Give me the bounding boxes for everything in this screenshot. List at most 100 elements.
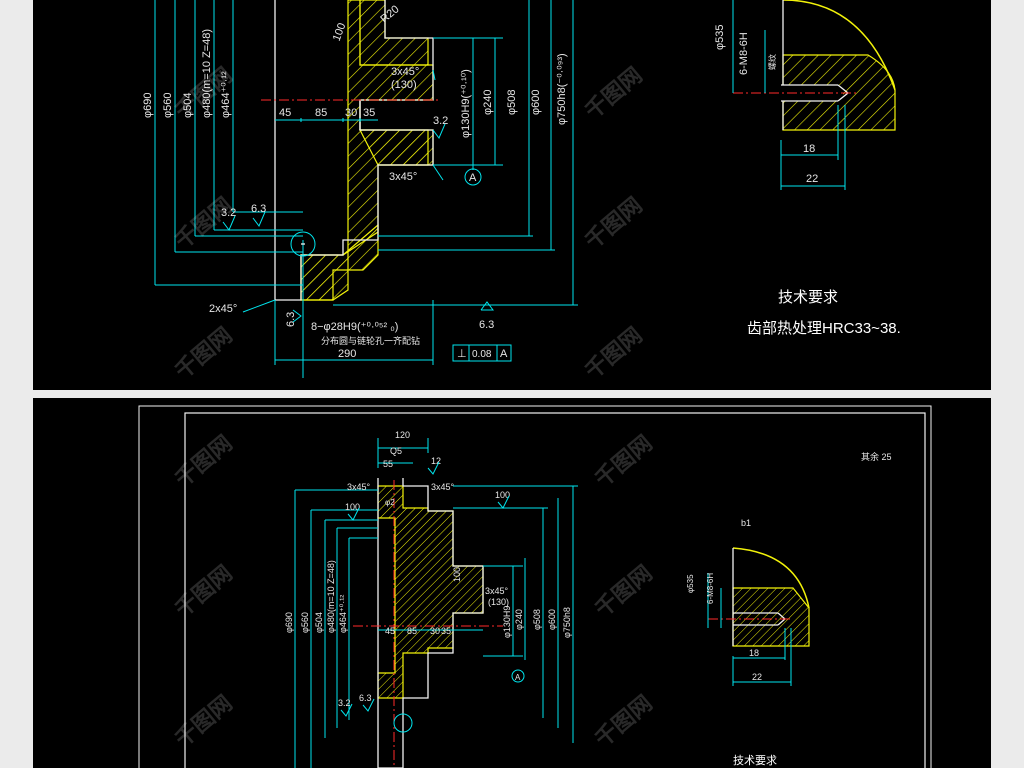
dim-phi690-bottom: φ690 [284,612,294,633]
bottom-roughness-symbols [340,461,510,717]
bottom-tech-req-title: 技术要求 [733,754,777,767]
dim-phi560-bottom: φ560 [300,612,310,633]
dim-130-ref: (130) [391,79,417,91]
part-outline [274,0,434,301]
dim-290: 290 [338,348,356,360]
detail-view: φ535 6-M8-6H 螺纹 18 22 [714,0,896,190]
roughness-100-b: 100 [495,490,510,500]
dim-phi130: φ130H9(⁺⁰·¹⁰) [460,69,472,138]
bottom-detail-thread: 6-M8-6H [706,573,715,604]
roughness-3-2-left: 3.2 [221,207,236,219]
dim-phi508: φ508 [506,90,518,116]
chamfer-3x45-mid: 3x45° [389,171,417,183]
dim-phi508-bottom: φ508 [532,609,542,630]
dim-55: 55 [383,459,393,469]
horizontal-segment-dims [274,118,434,365]
roughness-6-3-bottom: 6.3 [285,312,297,327]
corner-note: 其余 25 [861,451,892,462]
tech-req-line1: 齿部热处理HRC33~38. [747,320,901,337]
watermark-9: 千图网 [171,691,238,753]
left-dimension-lines [154,0,303,286]
dim-30-bottom: 30 [430,626,440,636]
horizontal-dim-labels: 45 85 30 35 290 [279,107,375,360]
dim-85-bottom: 85 [407,626,417,636]
detail-dim-18: 18 [803,143,815,155]
bottom-detail-view: φ535 6-M8-6H 18 22 b1 [686,518,810,686]
watermark-3: 千图网 [171,323,238,385]
bottom-detail-18: 18 [749,648,759,658]
tolerance-datum: A [500,348,508,360]
dim-85: 85 [315,107,327,119]
roughness-6-3-left: 6.3 [251,203,266,215]
dim-phi600-bottom: φ600 [547,609,557,630]
right-dimension-lines [333,0,578,306]
detail-small-note: 螺纹 [767,54,777,70]
chamfer-b: 3x45° [431,482,455,492]
chamfer-c: 3x45° [485,586,509,596]
roughness-3-2-bottom: 3.2 [338,698,351,708]
tolerance-symbol: ⊥ [457,348,467,360]
watermark-6: 千图网 [581,323,648,385]
bottom-dimension-lines [294,438,578,768]
outer-frame [138,405,932,768]
bottom-datum-a: A [511,669,525,683]
dim-phi750: φ750h8(⁻⁰·⁰⁹³) [556,53,568,125]
roughness-6-3-bottom: 6.3 [359,693,372,703]
tech-req-title: 技术要求 [778,289,838,306]
dim-phi464: φ464⁺⁰·¹² [220,71,232,118]
tolerance-frame: ⊥ 0.08 A [452,344,512,362]
dim-35: 35 [363,107,375,119]
chamfer-3x45-top: 3x45° [391,66,419,78]
watermark-12: 千图网 [591,691,658,753]
watermark-8: 千图网 [171,561,238,623]
watermark-2: 千图网 [171,193,238,255]
dim-phi504-bottom: φ504 [314,612,324,633]
detail-dim-phi535: φ535 [714,25,726,51]
datum-a-symbol: A [464,145,482,186]
dim-phi560: φ560 [162,93,174,119]
dim-phi480: φ480(m=10 Z=48) [201,29,213,118]
dim-120: 120 [395,430,410,440]
dim-phi130-bottom: φ130H9 [502,606,512,638]
dim-45: 45 [279,107,291,119]
leader-lines [242,69,444,378]
watermark-7: 千图网 [171,431,238,493]
watermark-10: 千图网 [591,431,658,493]
label-phi2: φ2 [385,498,395,507]
inner-frame [184,412,926,768]
dim-phi240-bottom: φ240 [514,609,524,630]
bottom-detail-label: b1 [741,518,751,528]
dim-q5: Q5 [390,446,402,456]
hole-note: 8−φ28H9(⁺⁰·⁰⁵² ₀) [311,321,398,333]
dim-30: 30 [345,107,357,119]
bottom-drawing-canvas: 120 Q5 55 3x45° 3x45° 3x45° (130) 45 85 … [138,405,932,768]
bottom-detail-phi535: φ535 [686,574,695,593]
roughness-100-a: 100 [345,502,360,512]
dim-45-bottom: 45 [385,626,395,636]
roughness-symbols [222,123,494,323]
chamfer-2x45: 2x45° [209,303,237,315]
vertical-dim-labels: φ690 φ560 φ504 φ480(m=10 Z=48) φ464⁺⁰·¹²… [142,29,568,138]
bottom-detail-circle [393,713,413,733]
roughness-12: 12 [431,456,441,466]
chamfer-a: 3x45° [347,482,371,492]
dim-phi480-bottom: φ480(m=10 Z=48) [326,560,336,633]
datum-a-label: A [469,172,477,184]
detail-circle [290,231,316,257]
dim-35-bottom: 35 [441,626,451,636]
bottom-dim-labels: 120 Q5 55 3x45° 3x45° 3x45° (130) 45 85 … [284,430,572,708]
top-drawing-panel: φ690 φ560 φ504 φ480(m=10 Z=48) φ464⁺⁰·¹²… [33,0,991,390]
roughness-100: 100 [331,21,349,42]
dim-phi464-bottom: φ464⁺⁰·¹² [338,595,348,633]
dim-phi504: φ504 [182,93,194,119]
dim-130-bottom: (130) [488,597,509,607]
top-drawing-canvas: φ690 φ560 φ504 φ480(m=10 Z=48) φ464⁺⁰·¹²… [142,0,901,385]
watermark-11: 千图网 [591,561,658,623]
roughness-100-c: 100 [452,567,462,582]
detail-dim-22: 22 [806,173,818,185]
part-outline-bottom [377,478,484,768]
bottom-detail-22: 22 [752,672,762,682]
dim-phi690: φ690 [142,93,154,119]
watermark-5: 千图网 [581,193,648,255]
dim-phi750-bottom: φ750h8 [562,607,572,638]
